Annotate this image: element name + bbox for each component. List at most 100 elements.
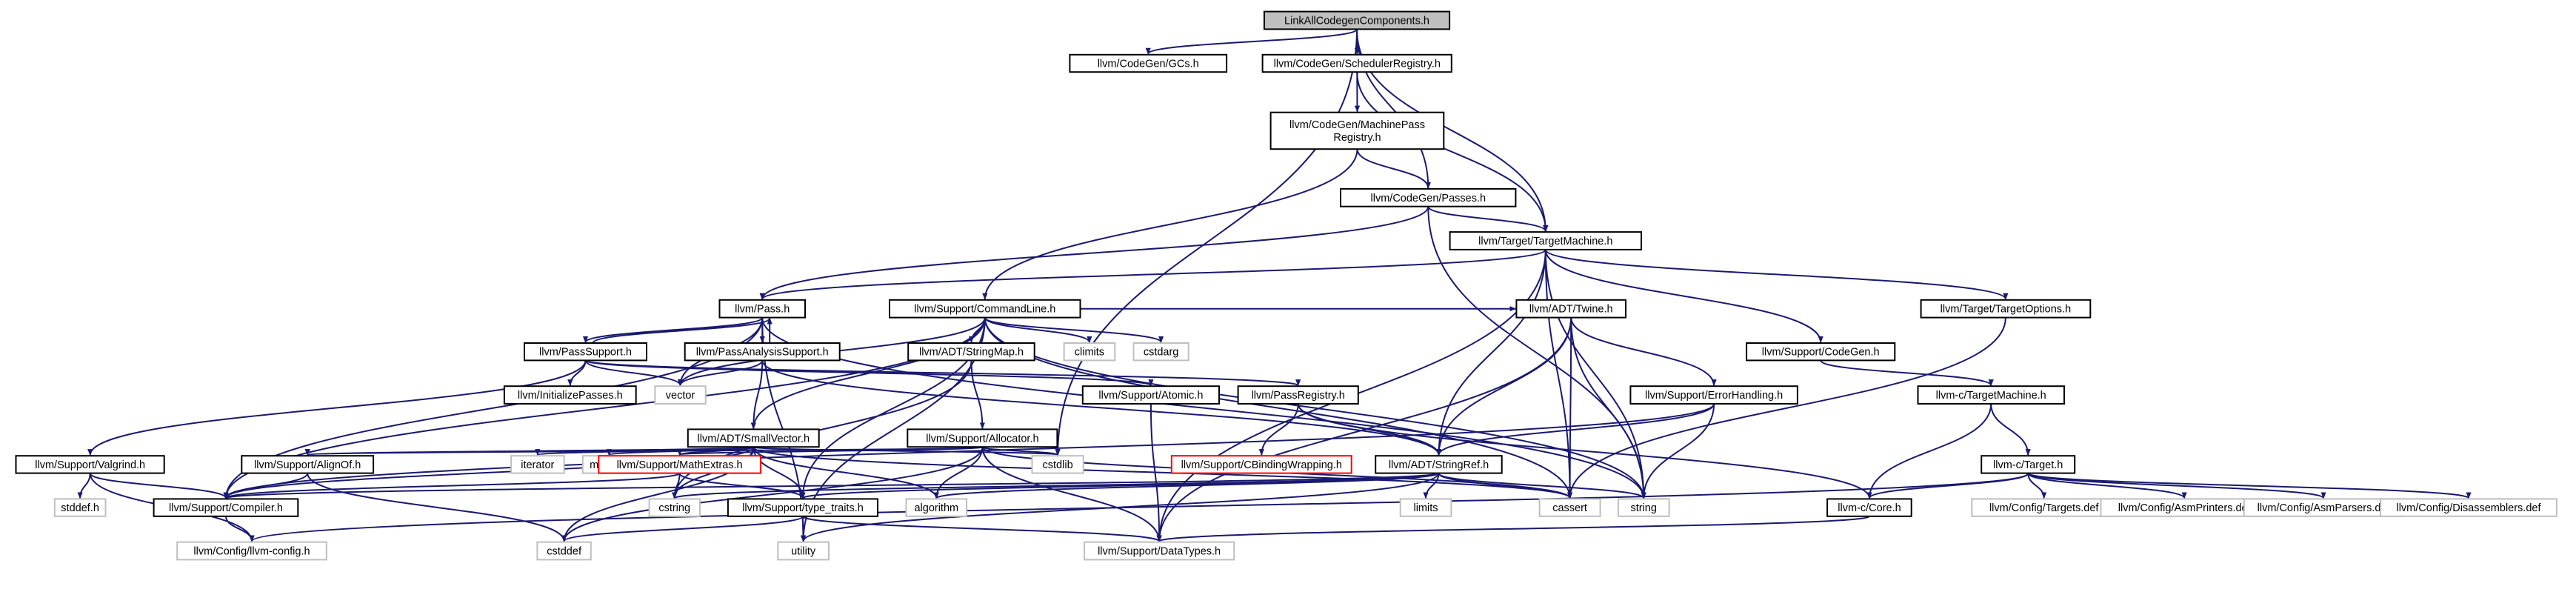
edge-alloc-to-mathx (677, 446, 984, 456)
edge-pas-to-strref (761, 360, 1441, 456)
node-box (648, 498, 701, 517)
edge-valgrind-to-compiler (89, 473, 229, 499)
edge-strmap-to-alloc (970, 360, 985, 430)
edge-strref-to-limits (1423, 473, 1440, 499)
edge-passes-to-tm (1427, 206, 1549, 232)
node-box (1449, 231, 1642, 250)
edge-alignof-to-cstddef (307, 473, 567, 542)
node-box (503, 385, 637, 405)
node-tm[interactable]: llvm/Target/TargetMachine.h (1449, 231, 1642, 250)
node-smallv[interactable]: llvm/ADT/SmallVector.h (687, 428, 820, 448)
edge-ctarget-to-asmparsdef (2027, 472, 2326, 499)
node-initp[interactable]: llvm/InitializePasses.h (503, 385, 637, 405)
node-label: llvm/ADT/StringRef.h (1389, 459, 1489, 471)
node-compiler[interactable]: llvm/Support/Compiler.h (153, 498, 299, 517)
node-cstddef: cstddef (536, 541, 592, 561)
edge-strref-to-compiler (224, 472, 1440, 499)
node-box (1826, 498, 1912, 517)
node-label: cassert (1552, 502, 1587, 514)
node-label: llvm/Support/CBindingWrapping.h (1181, 459, 1342, 471)
node-label: llvm/ADT/Twine.h (1529, 304, 1613, 316)
node-box (176, 541, 327, 561)
node-atomic[interactable]: llvm/Support/Atomic.h (1081, 385, 1221, 405)
node-ctm[interactable]: llvm-c/TargetMachine.h (1917, 385, 2065, 405)
node-label: llvm/PassSupport.h (539, 347, 632, 359)
edge-strref-to-string (1438, 472, 1646, 499)
edge-alloc-to-algorithm (933, 447, 984, 499)
node-passes[interactable]: llvm/CodeGen/Passes.h (1340, 187, 1517, 207)
node-label: llvm/ADT/StringMap.h (919, 347, 1024, 359)
node-box (1081, 385, 1221, 405)
edge-ttraits-to-datatypes (802, 515, 1162, 542)
node-valgrind[interactable]: llvm/Support/Valgrind.h (15, 455, 165, 474)
edge-ttraits-to-cstddef (561, 515, 804, 542)
edge-strref-to-cassert (1438, 473, 1573, 499)
edge-pas-to-vector (677, 359, 764, 387)
node-pas[interactable]: llvm/PassAnalysisSupport.h (684, 342, 841, 362)
edge-mathx-to-compiler (223, 472, 681, 499)
node-box (1746, 342, 1896, 362)
node-topts[interactable]: llvm/Target/TargetOptions.h (1920, 299, 2092, 319)
node-box (536, 541, 592, 561)
node-cbw[interactable]: llvm/Support/CBindingWrapping.h (1170, 455, 1352, 474)
edge-passes-to-pass (759, 206, 1429, 300)
node-label: llvm/Config/AsmPrinters.def (2118, 502, 2252, 514)
node-alloc[interactable]: llvm/Support/Allocator.h (907, 428, 1058, 448)
node-psupport[interactable]: llvm/PassSupport.h (524, 342, 647, 362)
node-ttraits[interactable]: llvm/Support/type_traits.h (727, 498, 879, 517)
node-label: llvm/Support/DataTypes.h (1098, 546, 1221, 558)
edge-ctm-to-ctarget (1990, 403, 2031, 456)
edge-cgen-to-ctm (1820, 359, 1994, 387)
node-label: stddef.h (61, 502, 99, 514)
node-box (1981, 455, 2076, 474)
edge-valgrind-to-stddefh (77, 473, 91, 499)
node-box (889, 299, 1081, 319)
node-label: string (1630, 502, 1656, 514)
include-edges (77, 28, 2472, 542)
node-cgen[interactable]: llvm/Support/CodeGen.h (1746, 342, 1896, 362)
node-root[interactable]: LinkAllCodegenComponents.h (1263, 10, 1451, 30)
edge-pass-to-psupport (583, 316, 764, 343)
node-label: cstdlib (1043, 459, 1073, 471)
node-label: llvm/PassAnalysisSupport.h (696, 347, 829, 359)
node-cstring: cstring (648, 498, 701, 517)
node-utility: utility (777, 541, 830, 561)
node-label: llvm/Config/Disassemblers.def (2396, 502, 2541, 514)
node-label: llvm/CodeGen/Passes.h (1371, 193, 1486, 204)
edge-strref-to-cstring (672, 472, 1440, 499)
node-pass[interactable]: llvm/Pass.h (718, 299, 806, 319)
node-preg[interactable]: llvm/PassRegistry.h (1237, 385, 1359, 405)
node-sched[interactable]: llvm/CodeGen/SchedulerRegistry.h (1261, 53, 1452, 73)
node-label: llvm-c/Target.h (1993, 459, 2063, 471)
node-box (1069, 53, 1228, 73)
node-box (1261, 53, 1452, 73)
node-ctarget[interactable]: llvm-c/Target.h (1981, 455, 2076, 474)
node-label: cstddef (547, 546, 582, 558)
node-label: llvm/Support/type_traits.h (742, 502, 864, 514)
edge-ctarget-to-targetsdef (2027, 473, 2047, 499)
node-box (1340, 187, 1517, 207)
node-box (1237, 385, 1359, 405)
node-errh[interactable]: llvm/Support/ErrorHandling.h (1629, 385, 1798, 405)
node-mathx[interactable]: llvm/Support/MathExtras.h (598, 455, 761, 474)
edge-strref-to-algorithm (934, 472, 1440, 499)
node-label: climits (1075, 347, 1104, 359)
edge-root-to-passes (1356, 29, 1431, 189)
edge-cl-to-climits (984, 317, 1092, 343)
node-label: llvm/ADT/SmallVector.h (698, 433, 810, 445)
node-strref[interactable]: llvm/ADT/StringRef.h (1375, 455, 1503, 474)
node-label: limits (1413, 502, 1438, 514)
node-twine[interactable]: llvm/ADT/Twine.h (1515, 299, 1627, 319)
node-ccore[interactable]: llvm-c/Core.h (1826, 498, 1912, 517)
edge-alloc-to-cstddef (561, 447, 984, 542)
node-box (1084, 541, 1235, 561)
node-box (718, 299, 806, 319)
node-cstdlib: cstdlib (1031, 455, 1084, 474)
node-alignof[interactable]: llvm/Support/AlignOf.h (241, 455, 375, 474)
node-cl[interactable]: llvm/Support/CommandLine.h (889, 299, 1081, 319)
node-label: vector (666, 390, 695, 402)
edge-pas-to-smallv (750, 360, 764, 430)
node-strmap[interactable]: llvm/ADT/StringMap.h (907, 342, 1035, 362)
node-gcs[interactable]: llvm/CodeGen/GCs.h (1069, 53, 1228, 73)
